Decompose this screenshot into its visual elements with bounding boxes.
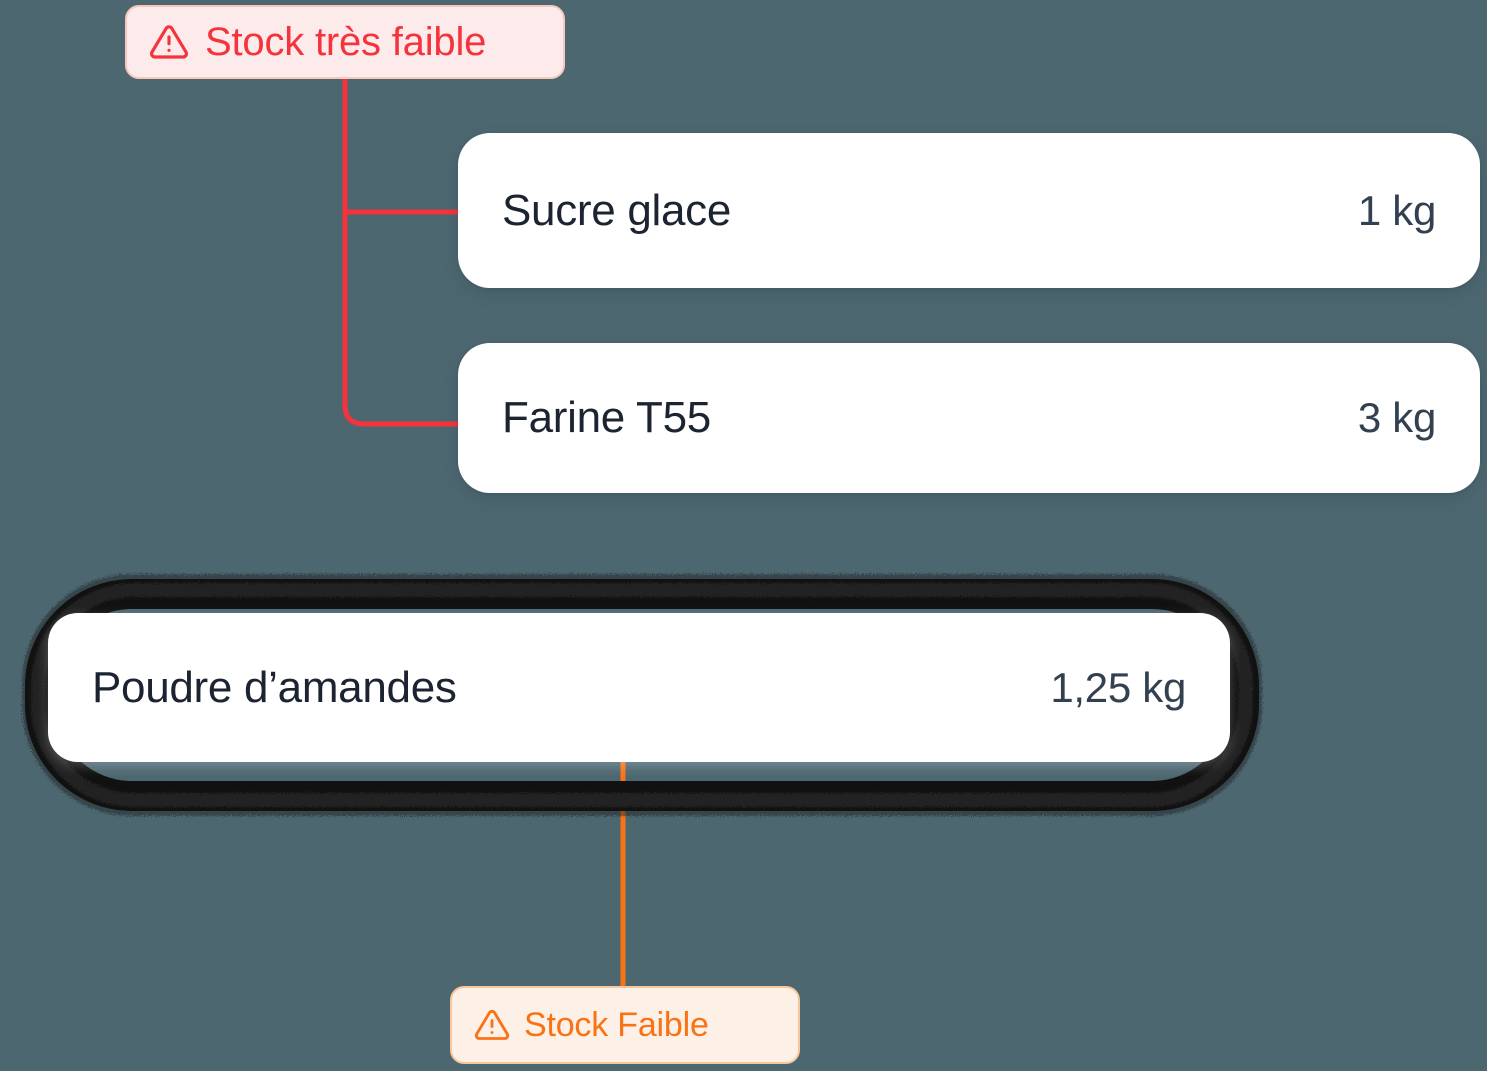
- warning-triangle-icon: [149, 22, 189, 62]
- warning-triangle-icon: [474, 1007, 510, 1043]
- ingredient-name: Sucre glace: [502, 185, 732, 235]
- ingredient-card-poudre-damandes-highlight: Poudre d’amandes 1,25 kg: [18, 570, 1266, 820]
- connector-critical-trunk: [342, 78, 459, 427]
- ingredient-name: Poudre d’amandes: [92, 662, 457, 712]
- ingredient-card-poudre-damandes[interactable]: Poudre d’amandes 1,25 kg: [48, 613, 1230, 762]
- status-badge-low[interactable]: Stock Faible: [450, 986, 800, 1064]
- selection-highlight-ring: [22, 574, 1262, 816]
- status-badge-low-label: Stock Faible: [524, 1005, 709, 1044]
- status-badge-critical-label: Stock très faible: [205, 19, 487, 64]
- ingredient-card-sucre-glace[interactable]: Sucre glace 1 kg: [458, 133, 1480, 288]
- ingredient-card-farine-t55[interactable]: Farine T55 3 kg: [458, 343, 1480, 493]
- ingredient-quantity: 3 kg: [1357, 394, 1436, 441]
- ingredient-name: Farine T55: [502, 393, 711, 442]
- ingredient-quantity: 1 kg: [1357, 186, 1436, 234]
- ingredient-quantity: 1,25 kg: [1050, 663, 1186, 711]
- status-badge-critical[interactable]: Stock très faible: [125, 5, 565, 79]
